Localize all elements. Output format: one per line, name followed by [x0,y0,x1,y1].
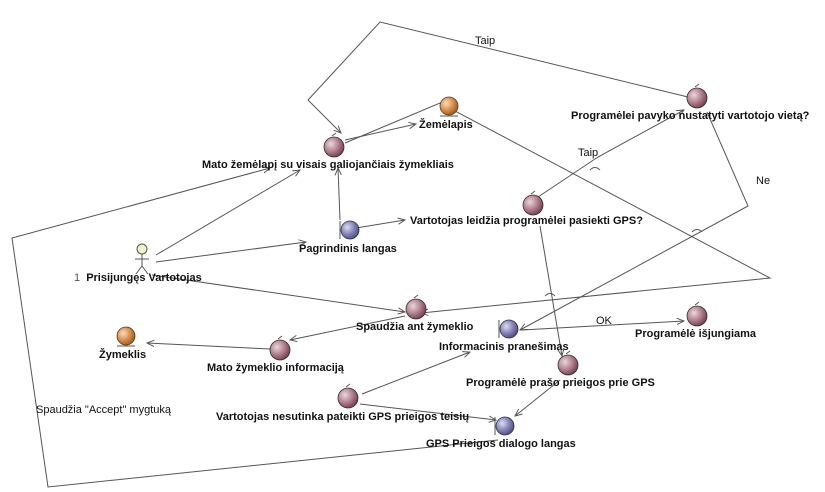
edge-praso-gps [515,379,561,416]
control-icon [323,136,345,158]
node-gps-dialogas[interactable]: GPS Prieigos dialogo langas [426,416,576,450]
node-pagrindinis-langas[interactable]: Pagrindinis langas [299,220,397,255]
node-label: Informacinis pranešimas [439,341,569,353]
node-informacinis[interactable]: Informacinis pranešimas [439,319,569,353]
edge-label-ok: OK [596,315,613,327]
control-icon [269,339,291,361]
edge-informacinis-isjungiama [521,321,684,331]
node-label: Mato žymeklio informaciją [207,362,345,374]
node-mato-zemelapi[interactable]: Mato žemėlapį su visais galiojančiais žy… [202,132,454,171]
control-arrow-mark [413,294,419,299]
entity-icon [116,326,136,346]
edge-spaudzia-zymeklio [290,315,406,340]
control-icon [522,194,544,216]
node-label: Pagrindinis langas [299,243,397,255]
crossing-hop-3 [589,167,601,171]
node-programele-praso[interactable]: Programėlė prašo prieigos prie GPS [466,350,655,389]
boundary-icon [340,220,360,240]
node-label: GPS Prieigos dialogo langas [426,438,576,450]
actor-icon [135,243,149,275]
edge-actor-pagrindinis [155,242,306,263]
node-label: Programėlei pavyko nustatyti vartotojo v… [571,110,810,122]
actor-prisijunges-vartotojas[interactable]: 1 Prisijungęs Vartotojas [74,243,202,284]
node-label: Mato žemėlapį su visais galiojančiais žy… [202,159,454,171]
node-label: Programėlė prašo prieigos prie GPS [466,377,655,389]
edge-label-accept: Spaudžia "Accept" mygtuką [36,404,172,416]
node-zemelapis[interactable]: Žemėlapis [419,96,473,131]
edge-nesutinka-gps [359,403,496,420]
node-programelei-pavyko[interactable]: Programėlei pavyko nustatyti vartotojo v… [571,83,810,122]
node-vartotojas-nesutinka[interactable]: Vartotojas nesutinka pateikti GPS prieig… [216,383,469,423]
edge-label-taip-top: Taip [475,35,495,47]
node-label: Programėlė išjungiama [635,328,757,340]
crossing-hop [544,293,556,297]
actor-label: 1 Prisijungęs Vartotojas [74,272,202,284]
edge-pavyko-informacinis [520,111,749,330]
control-arrow-mark [694,83,700,88]
edges [11,21,772,488]
node-vartotojas-leidzia[interactable]: Vartotojas leidžia programėlei pasiekti … [410,190,643,227]
edge-taip-loop [307,21,689,133]
node-zymeklis[interactable]: Žymeklis [99,326,146,361]
edge-zemelapis [344,124,416,141]
node-programele-isjungiama[interactable]: Programėlė išjungiama [635,301,757,340]
control-icon [405,298,427,320]
edge-zymeklio-zymeklis [147,343,271,350]
boundary-icon [495,416,515,436]
edge-actor-spaudzia [151,274,405,312]
control-icon [686,87,708,109]
node-label: Vartotojas nesutinka pateikti GPS prieig… [216,411,469,423]
edge-actor-mato [155,170,300,256]
edge-mato-to-right [344,102,772,313]
actor-name: Prisijungęs Vartotojas [86,272,202,284]
crossing-hop-2 [691,229,703,233]
node-mato-zymeklio[interactable]: Mato žymeklio informaciją [207,335,345,374]
actor-index: 1 [74,272,80,284]
boundary-icon [499,319,519,339]
node-label: Žymeklis [99,348,146,361]
control-arrow-mark [331,132,337,137]
control-arrow-mark [345,383,351,388]
node-label: Žemėlapis [419,118,473,131]
node-label: Spaudžia ant žymeklio [356,321,474,333]
control-icon [686,305,708,327]
control-arrow-mark [530,190,536,195]
edge-leidzia-pavyko [537,110,684,198]
control-arrow-mark [277,335,283,340]
control-arrow-mark [694,301,700,306]
node-spaudzia-ant[interactable]: Spaudžia ant žymeklio [356,294,474,333]
edge-pagrindinis-mato [338,168,340,221]
entity-icon [439,96,459,116]
edge-labels: Taip Taip Ne OK Spaudžia "Accept" mygtuk… [36,35,770,416]
control-icon [337,387,359,409]
control-icon [557,354,579,376]
edge-accept-loop [11,168,499,488]
edge-leidzia-praso [539,225,562,356]
edge-label-ne: Ne [756,175,770,187]
node-label: Vartotojas leidžia programėlei pasiekti … [410,215,643,227]
edge-pagrindinis-vartotojas [355,220,405,229]
control-arrow-mark [565,350,571,355]
edge-label-taip-mid: Taip [578,147,598,159]
edge-nesutinka-informacinis [361,352,470,395]
